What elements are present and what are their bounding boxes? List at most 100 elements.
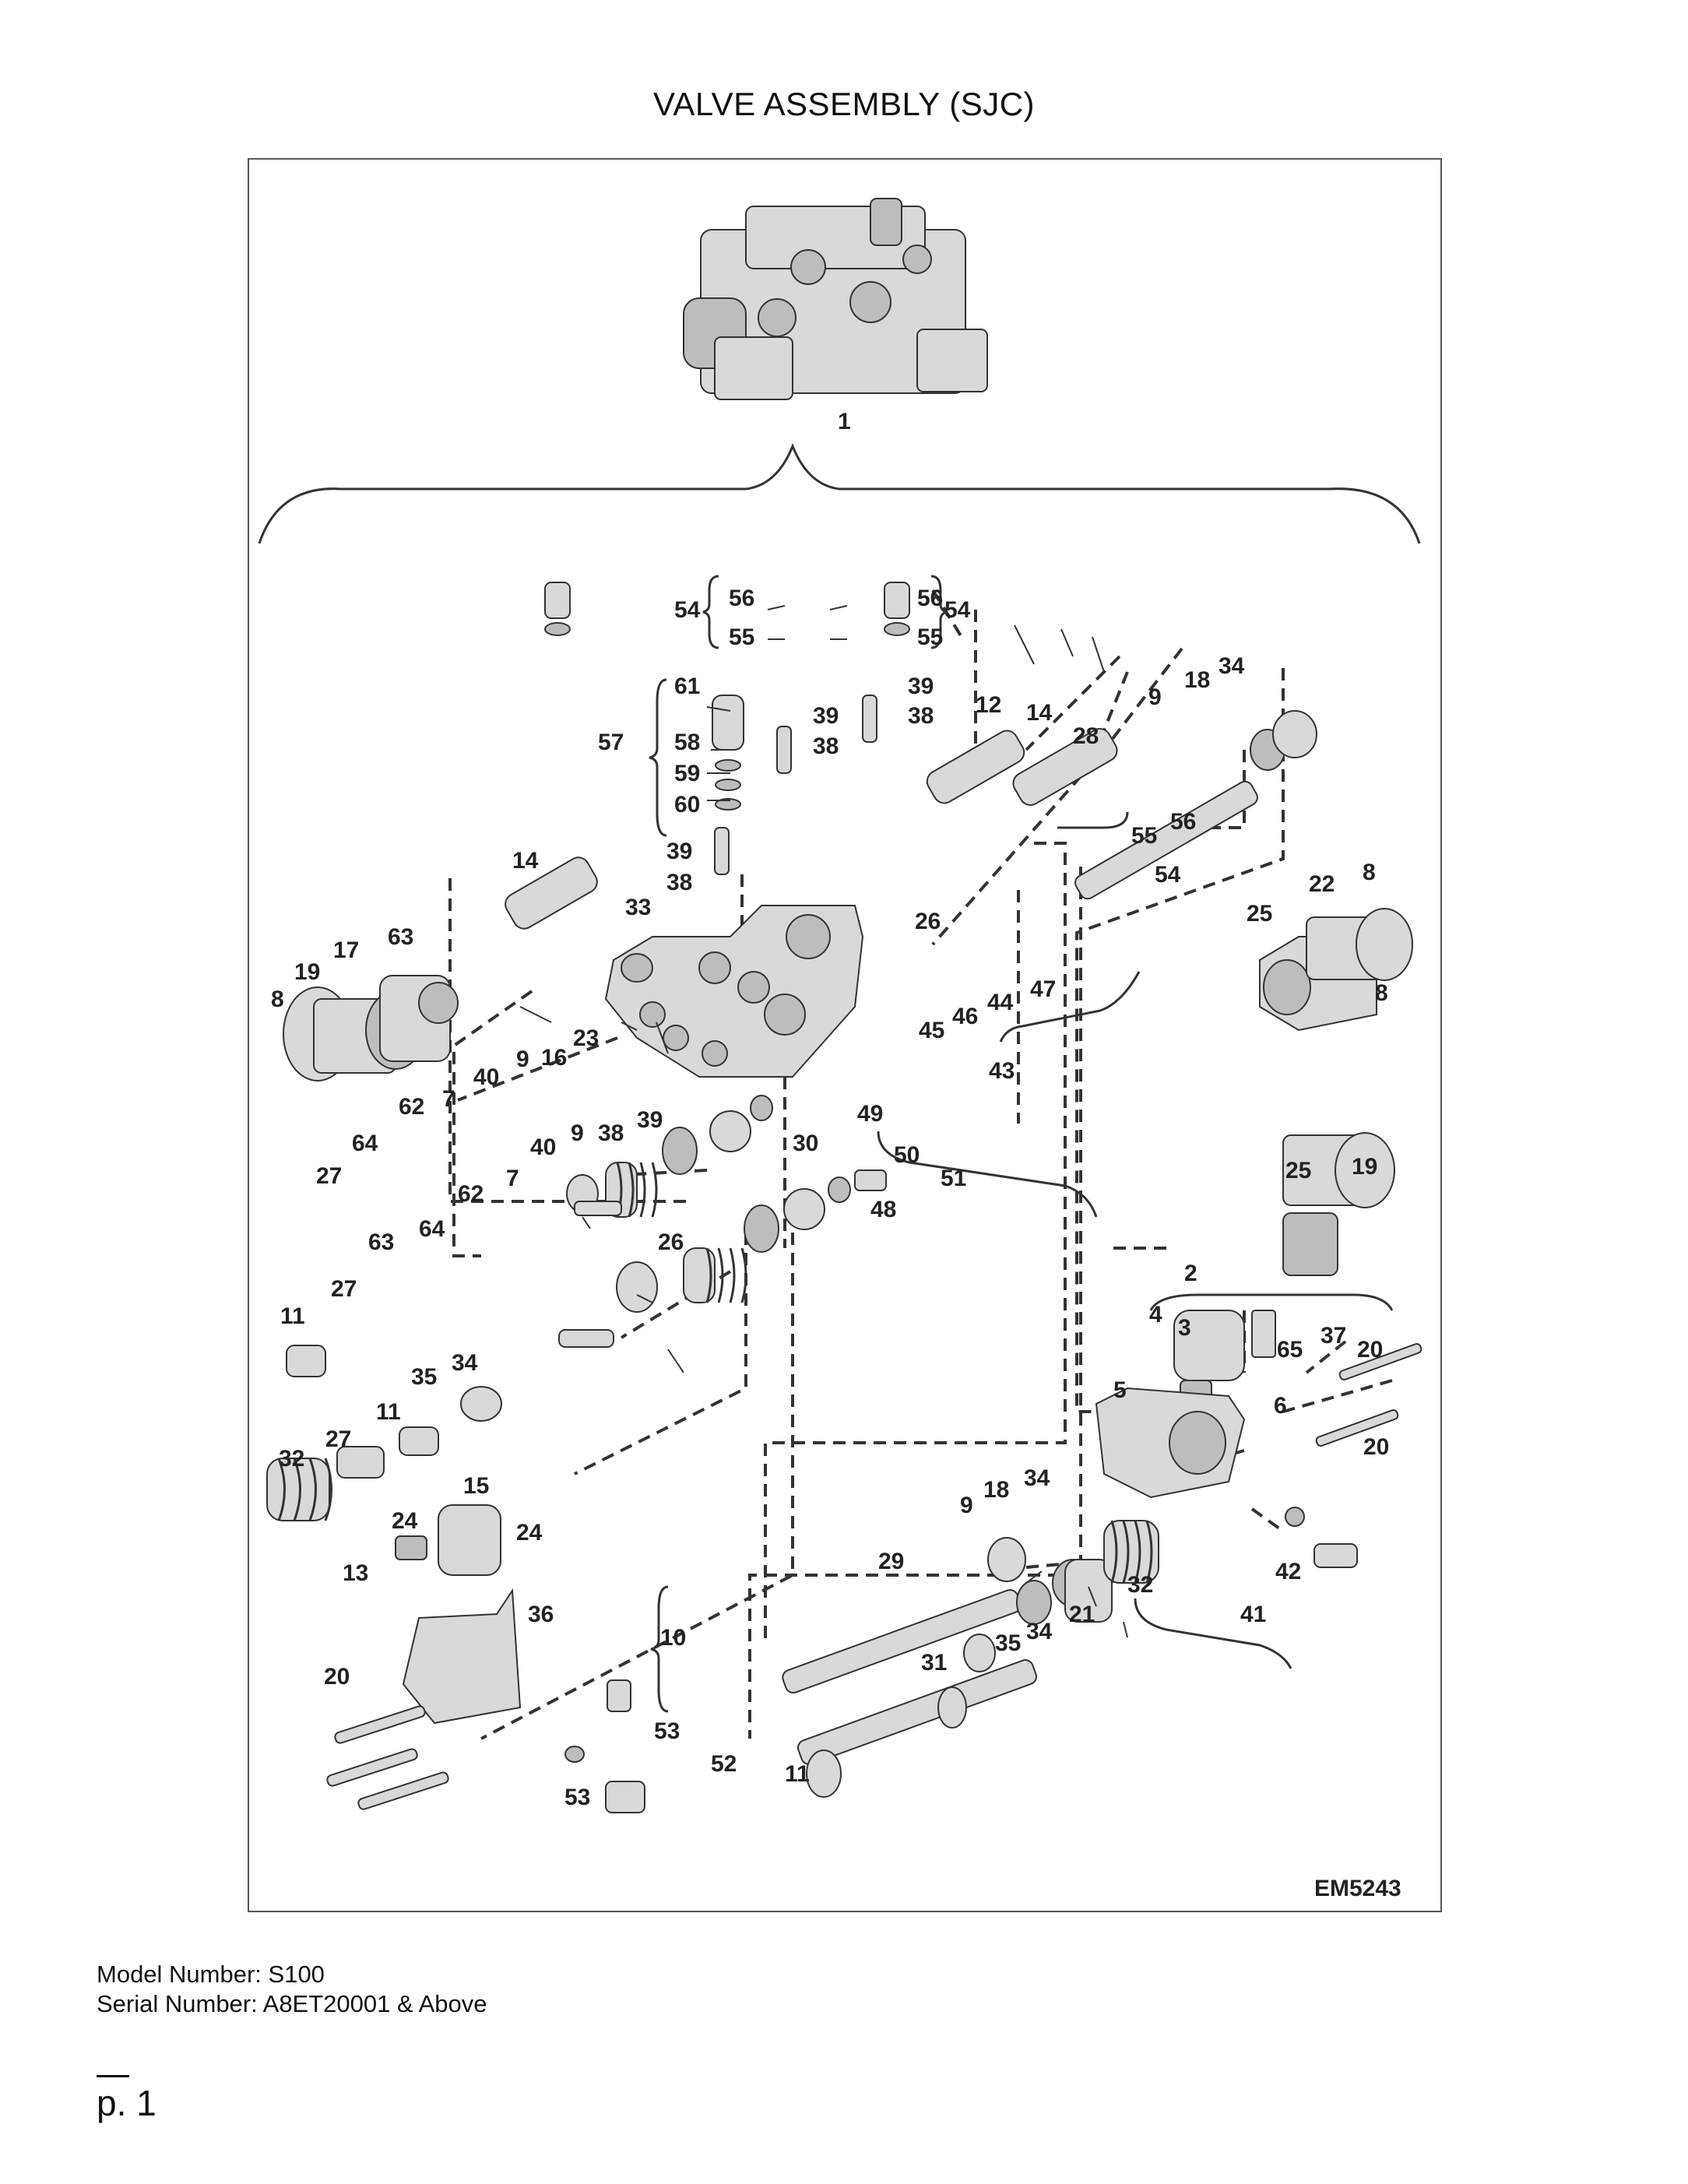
callout-42: 42	[1275, 1559, 1301, 1584]
callout-8: 8	[1375, 980, 1388, 1006]
callout-14: 14	[1026, 700, 1053, 726]
page-number: p. 1	[97, 2083, 156, 2123]
callout-55: 55	[917, 624, 943, 650]
callout-29: 29	[878, 1549, 904, 1574]
callout-23: 23	[573, 1025, 599, 1051]
right-end-cap-parts	[1259, 908, 1413, 1276]
callout-40: 40	[530, 1134, 556, 1160]
right-solenoid-housing	[1095, 1310, 1422, 1568]
callout-32: 32	[1127, 1572, 1153, 1598]
callout-32: 32	[279, 1446, 304, 1472]
lower-spools	[564, 1588, 1038, 1813]
callout-19: 19	[1352, 1154, 1377, 1180]
callout-63: 63	[368, 1229, 394, 1255]
left-end-cap-parts	[283, 975, 459, 1081]
callout-46: 46	[952, 1004, 978, 1029]
callout-54: 54	[944, 597, 971, 623]
callout-34: 34	[1026, 1619, 1053, 1644]
page-number-rule	[97, 2075, 129, 2077]
callout-33: 33	[625, 895, 651, 920]
callout-12: 12	[976, 692, 1001, 718]
serial-number: Serial Number: A8ET20001 & Above	[97, 1990, 487, 2017]
callout-10: 10	[660, 1625, 686, 1651]
relief-valves	[505, 728, 1118, 983]
callout-49: 49	[857, 1101, 883, 1127]
callout-38: 38	[666, 870, 692, 895]
callout-11: 11	[785, 1761, 810, 1787]
callout-39: 39	[908, 673, 934, 699]
callout-39: 39	[666, 839, 692, 864]
callout-7: 7	[506, 1166, 519, 1191]
callout-43: 43	[989, 1058, 1015, 1084]
callout-18: 18	[983, 1477, 1009, 1503]
sub-assembly-braces	[649, 575, 1394, 1713]
callout-64: 64	[352, 1131, 378, 1156]
callout-2: 2	[1184, 1261, 1197, 1286]
top-seal-stack	[544, 582, 910, 875]
callout-7: 7	[442, 1086, 455, 1112]
callout-65: 65	[1277, 1337, 1303, 1363]
callout-55: 55	[729, 624, 754, 650]
callout-56: 56	[729, 586, 754, 611]
callout-61: 61	[674, 673, 700, 699]
callout-15: 15	[463, 1473, 489, 1499]
callout-16: 16	[541, 1045, 567, 1071]
assembly-brace	[258, 442, 1421, 544]
callout-3: 3	[1178, 1315, 1191, 1341]
callout-40: 40	[473, 1064, 499, 1090]
callout-27: 27	[331, 1276, 357, 1302]
callout-36: 36	[528, 1602, 554, 1627]
callout-30: 30	[793, 1131, 818, 1156]
callout-9: 9	[571, 1120, 584, 1146]
callout-54: 54	[1155, 862, 1181, 888]
callout-19: 19	[294, 959, 320, 985]
callout-37: 37	[1321, 1323, 1346, 1349]
callout-57: 57	[598, 730, 624, 755]
callout-20: 20	[324, 1664, 350, 1690]
callout-39: 39	[813, 703, 839, 729]
figure-code: EM5243	[1314, 1876, 1401, 1901]
lower-right-parts	[963, 1520, 1159, 1672]
callout-8: 8	[1363, 860, 1376, 885]
callout-60: 60	[674, 792, 700, 818]
callout-27: 27	[325, 1426, 351, 1452]
callout-44: 44	[987, 990, 1014, 1015]
lower-left-solenoid-block	[266, 1386, 522, 1810]
callout-54: 54	[674, 597, 701, 623]
callout-38: 38	[598, 1120, 624, 1146]
callout-26: 26	[658, 1229, 684, 1255]
callout-11: 11	[280, 1303, 305, 1329]
callout-38: 38	[813, 733, 839, 759]
callout-39: 39	[637, 1107, 663, 1133]
callout-17: 17	[333, 937, 359, 963]
upper-spool	[1074, 710, 1317, 900]
callout-48: 48	[870, 1197, 896, 1222]
model-number: Model Number: S100	[97, 1961, 325, 1988]
callout-52: 52	[711, 1751, 737, 1777]
callout-47: 47	[1030, 976, 1056, 1002]
callout-34: 34	[452, 1350, 478, 1376]
callout-18: 18	[1184, 667, 1210, 693]
callout-62: 62	[458, 1181, 484, 1207]
callout-9: 9	[1148, 684, 1162, 710]
callout-56: 56	[917, 586, 943, 611]
leader-lines	[519, 605, 1128, 1638]
exploded-view-diagram: 1 54 56 55 56 55 54 61 57 58 59 60 39 38…	[258, 198, 1422, 1901]
callout-9: 9	[516, 1046, 529, 1072]
left-spring-stack	[286, 1095, 887, 1377]
callout-59: 59	[674, 761, 700, 786]
callout-38: 38	[908, 703, 934, 729]
callout-11: 11	[376, 1399, 401, 1425]
callout-13: 13	[343, 1560, 368, 1586]
callout-53: 53	[654, 1718, 680, 1744]
callout-31: 31	[921, 1650, 947, 1676]
callout-9: 9	[960, 1493, 973, 1518]
callout-63: 63	[388, 924, 413, 950]
callout-20: 20	[1357, 1337, 1383, 1363]
callout-24: 24	[516, 1520, 543, 1546]
callout-55: 55	[1131, 823, 1157, 849]
callout-64: 64	[419, 1216, 445, 1242]
callout-53: 53	[564, 1785, 590, 1810]
callout-28: 28	[1073, 723, 1099, 749]
callout-25: 25	[1285, 1158, 1311, 1183]
